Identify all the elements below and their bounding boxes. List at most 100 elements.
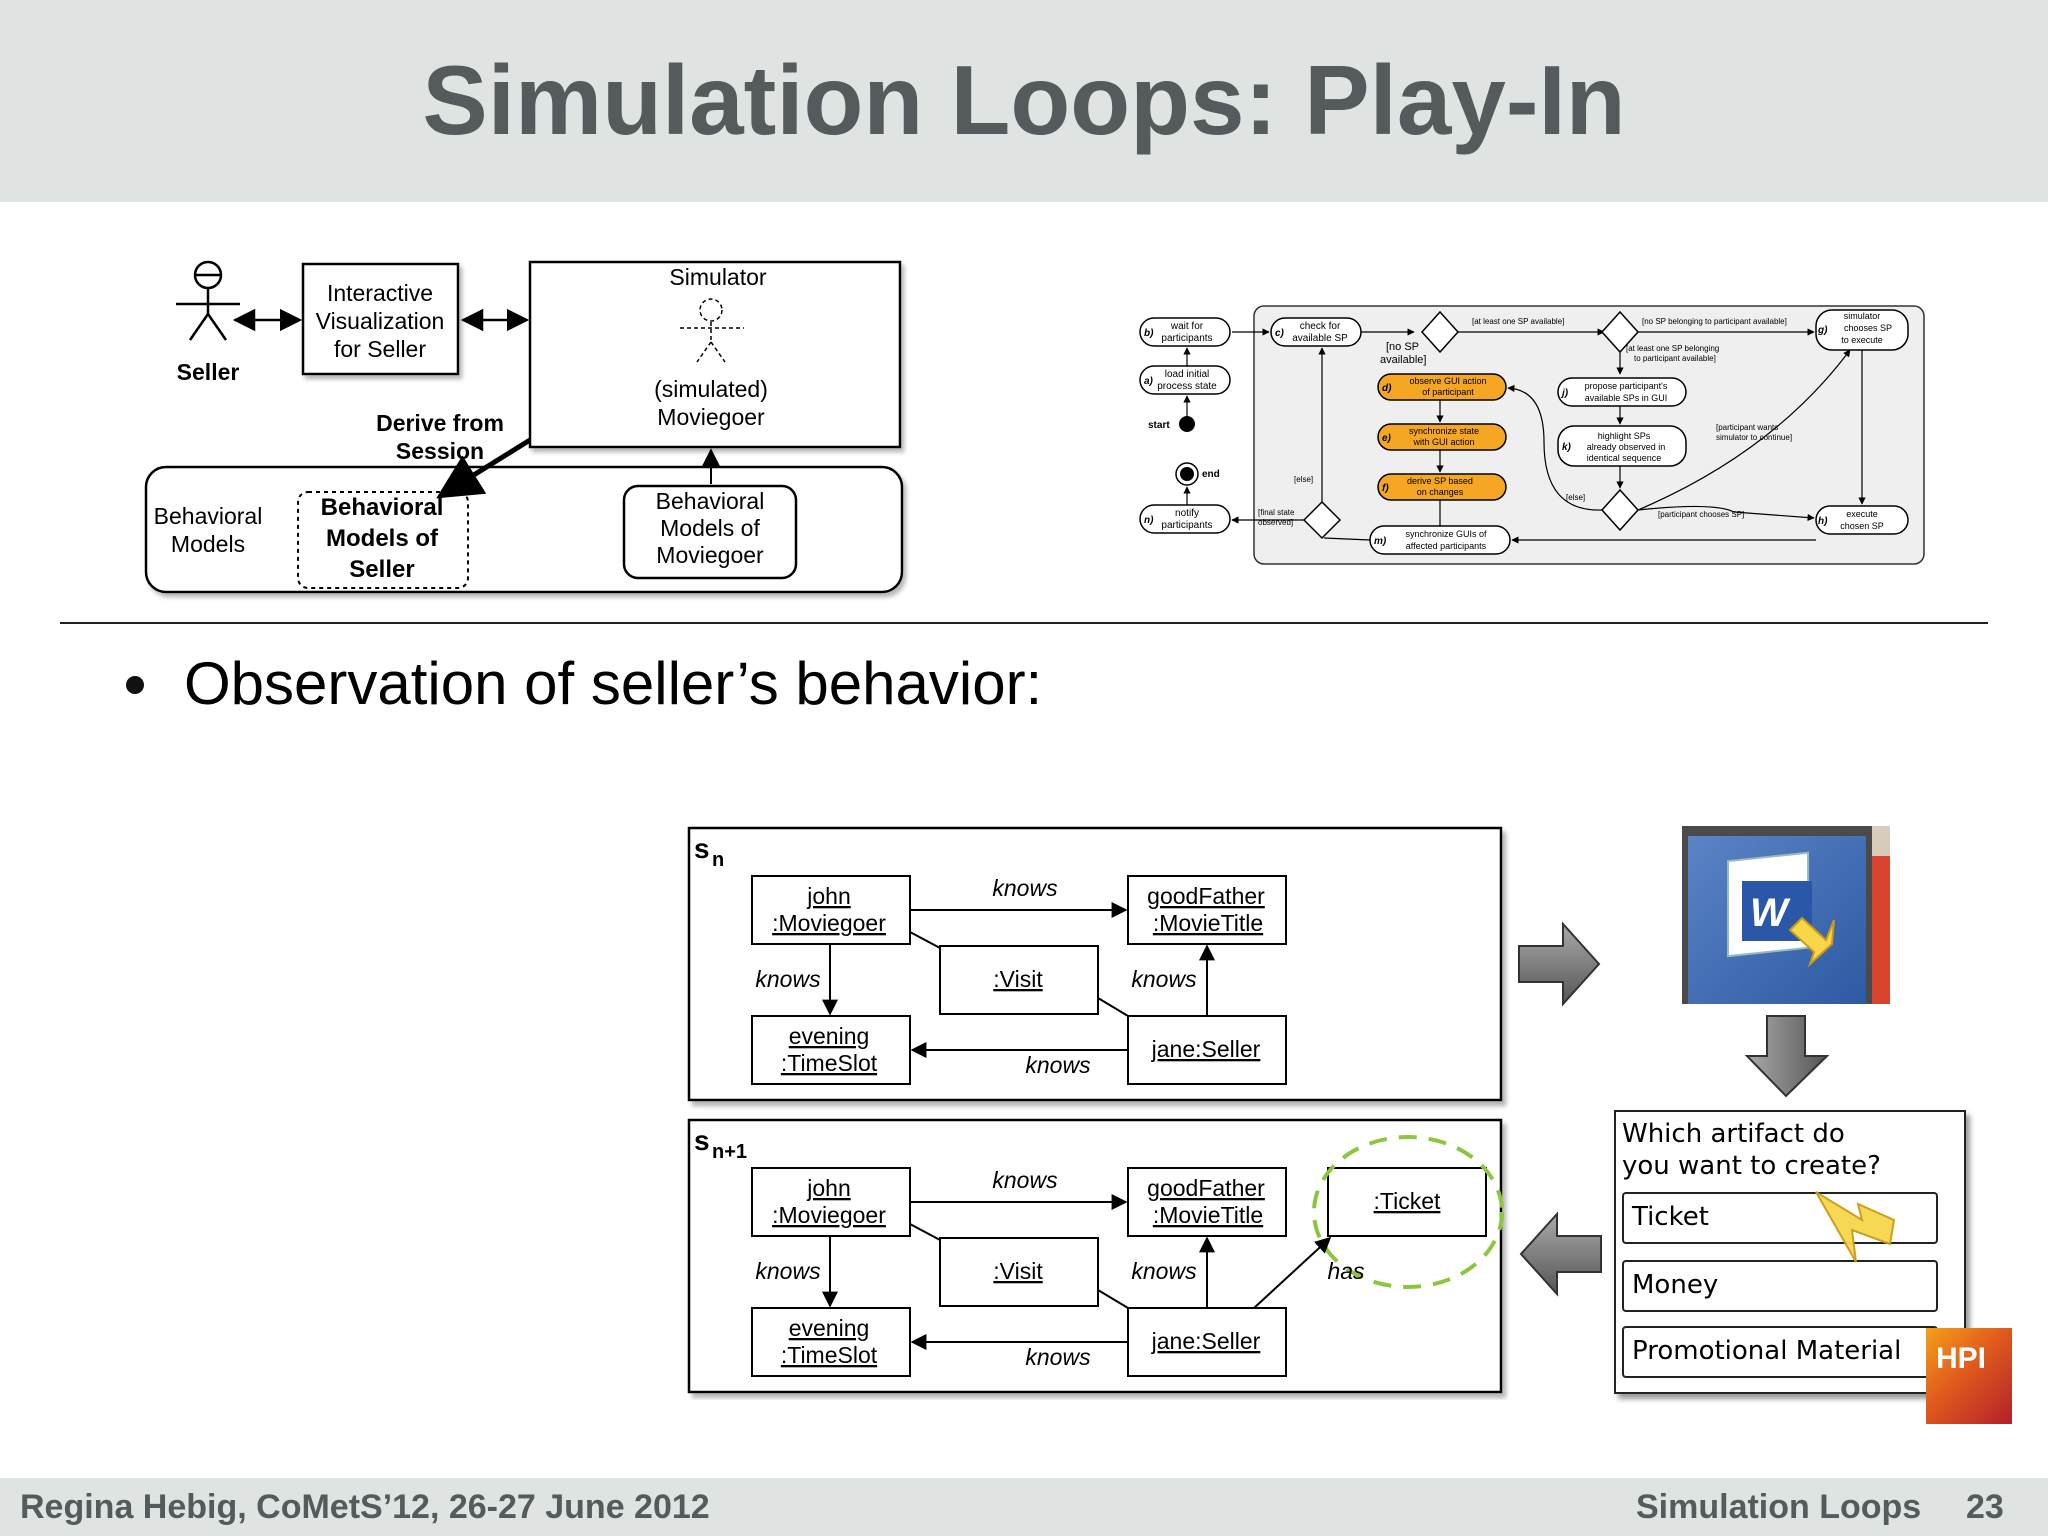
activity-diagram: b) wait for participants a) load initial… <box>1139 305 1925 565</box>
arrow-left-icon <box>1519 1211 1602 1297</box>
architecture-diagram: Seller Interactive Visualization for Sel… <box>144 260 904 594</box>
seller-models-line-2: Models of <box>326 525 439 552</box>
node-h-line-2: chosen SP <box>1840 521 1884 531</box>
sn1-evening-object <box>751 1307 911 1377</box>
node-m-id: m) <box>1374 536 1387 547</box>
guard-at-least: [at least one SP available] <box>1472 317 1564 326</box>
node-g-line-3: to execute <box>1841 335 1883 345</box>
node-n-id: n) <box>1144 515 1154 526</box>
guard-chooses: [participant chooses SP] <box>1658 510 1744 519</box>
node-e-id: e) <box>1382 433 1392 444</box>
node-k-line-2: already observed in <box>1587 442 1666 452</box>
node-b-id: b) <box>1144 328 1154 339</box>
sn1-john-line-1: john <box>806 1175 850 1201</box>
sn-knows-2: knows <box>755 966 821 992</box>
visualization-line-1: Interactive <box>327 280 433 306</box>
derive-line-2: Session <box>396 438 484 464</box>
section-divider <box>60 622 1988 624</box>
guard-belonging-2: to participant available] <box>1634 354 1716 363</box>
sn1-john-line-2: :Moviegoer <box>772 1202 886 1228</box>
moviegoer-models-box <box>622 484 798 580</box>
node-a-line-2: process state <box>1157 381 1217 392</box>
guard-else-1: [else] <box>1294 475 1313 484</box>
title-bar <box>0 0 2048 202</box>
sn1-visit-object <box>939 1237 1099 1307</box>
models-line-2: Models <box>171 531 245 557</box>
derive-line-1: Derive from <box>376 410 504 436</box>
guard-final-1: [final state <box>1258 508 1295 517</box>
guard-wants-2: simulator to continue] <box>1716 433 1792 442</box>
sn-knows-4: knows <box>1025 1052 1091 1078</box>
bullet-dot <box>126 676 144 694</box>
simulator-label: Simulator <box>669 264 766 290</box>
guard-final-2: observed] <box>1258 518 1293 527</box>
option-ticket-label: Ticket <box>1632 1202 1709 1232</box>
sn-evening-line-1: evening <box>789 1023 870 1049</box>
node-a-id: a) <box>1144 376 1154 387</box>
moviegoer-models-line-2: Models of <box>660 515 760 541</box>
new-object-highlight <box>1312 1135 1504 1289</box>
seller-actor-icon <box>176 260 240 341</box>
node-d <box>1377 373 1507 401</box>
footer-section: Simulation Loops <box>1636 1488 1922 1526</box>
sn1-has-label: has <box>1327 1258 1365 1284</box>
sn-evening-object <box>751 1015 911 1085</box>
simulated-line-2: Moviegoer <box>657 404 765 430</box>
sn-goodfather-line-2: :MovieTitle <box>1153 910 1263 936</box>
state-sn-sub: n <box>712 849 724 871</box>
sn-jane-object <box>1127 1015 1287 1085</box>
page-number: 23 <box>1966 1488 2004 1526</box>
guard-wants-1: [participant wants <box>1716 423 1778 432</box>
node-a-line-1: load initial <box>1165 369 1209 380</box>
node-f-id: f) <box>1382 483 1389 494</box>
footer-author: Regina Hebig, CoMetS’12, 26-27 June 2012 <box>20 1488 710 1526</box>
node-h-line-1: execute <box>1846 509 1878 519</box>
node-n-line-1: notify <box>1175 508 1199 519</box>
sn1-goodfather-line-1: goodFather <box>1147 1175 1265 1201</box>
sn-john-line-2: :Moviegoer <box>772 910 886 936</box>
sn1-ticket-label: :Ticket <box>1374 1188 1441 1214</box>
sn1-knows-1: knows <box>992 1167 1058 1193</box>
node-e <box>1377 423 1507 451</box>
node-c-id: c) <box>1275 328 1285 339</box>
guard-no-sp-1: [no SP <box>1386 341 1419 353</box>
cursor-pointer-icon <box>1815 1191 1896 1263</box>
option-ticket-button[interactable]: Ticket <box>1622 1192 1938 1244</box>
visualization-line-3: for Seller <box>334 336 426 362</box>
guard-no-sp-2: available] <box>1380 354 1426 366</box>
node-j-line-1: propose participant's <box>1585 381 1668 391</box>
footer-bar <box>0 1478 2048 1536</box>
sn1-goodfather-object <box>1127 1167 1287 1237</box>
state-sn1-label: s <box>694 1125 710 1156</box>
guard-no-sp-belonging: [no SP belonging to participant availabl… <box>1642 317 1787 326</box>
option-promotional-button[interactable]: Promotional Material <box>1622 1326 1938 1378</box>
visualization-line-2: Visualization <box>316 308 445 334</box>
node-f <box>1377 473 1507 501</box>
state-sn1-sub: n+1 <box>712 1141 747 1163</box>
guard-belonging-1: [at least one SP belonging <box>1626 344 1719 353</box>
node-k-line-3: identical sequence <box>1587 453 1662 463</box>
sn-knows-1: knows <box>992 875 1058 901</box>
object-diagrams: s n john :Moviegoer goodFather :MovieTit… <box>687 826 1504 1394</box>
node-h-id: h) <box>1818 516 1828 527</box>
node-c-line-1: check for <box>1300 321 1341 332</box>
node-e-line-1: synchronize state <box>1409 426 1479 436</box>
end-label: end <box>1202 469 1220 480</box>
seller-models-line-1: Behavioral <box>321 494 444 521</box>
node-n-line-2: participants <box>1161 520 1212 531</box>
node-g-line-1: simulator <box>1844 311 1881 321</box>
sn-jane-label: jane:Seller <box>1151 1036 1261 1062</box>
arrow-down-icon <box>1744 1015 1830 1098</box>
moviegoer-models-line-3: Moviegoer <box>656 542 764 568</box>
sn1-knows-4: knows <box>1025 1344 1091 1370</box>
word-application-icon[interactable]: W <box>1682 826 1890 1004</box>
node-g-line-2: chooses SP <box>1844 323 1892 333</box>
node-f-line-1: derive SP based <box>1407 476 1473 486</box>
seller-actor-label: Seller <box>177 359 240 385</box>
node-m-line-2: affected participants <box>1406 541 1487 551</box>
node-j-id: j) <box>1560 388 1569 399</box>
sn-evening-line-2: :TimeSlot <box>781 1050 878 1076</box>
option-money-button[interactable]: Money <box>1622 1260 1938 1312</box>
sn1-goodfather-line-2: :MovieTitle <box>1153 1202 1263 1228</box>
moviegoer-models-line-1: Behavioral <box>656 488 765 514</box>
